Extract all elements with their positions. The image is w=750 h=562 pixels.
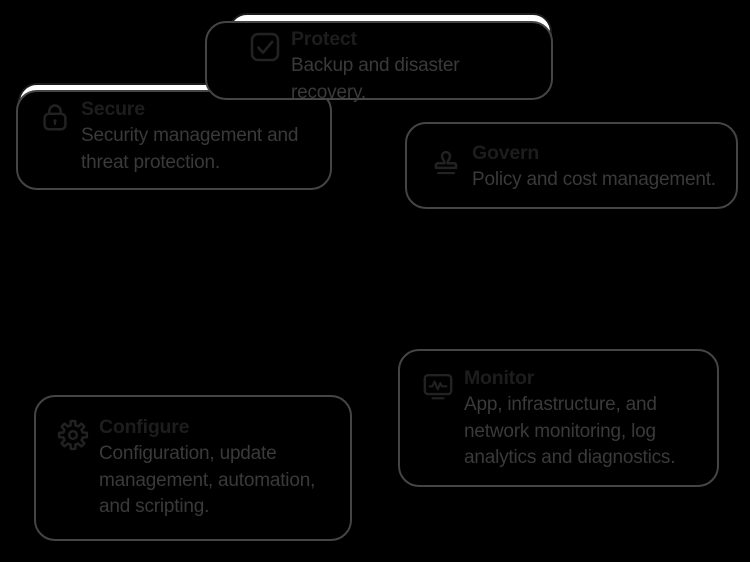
lock-icon [38, 100, 72, 134]
gear-icon [56, 418, 90, 452]
card-text: Configure Configuration, update manageme… [99, 416, 331, 521]
card-description-line: Backup and disaster recovery. [291, 55, 460, 103]
card-description-line: analytics and diagnostics. [464, 447, 676, 468]
card-description-line: App, infrastructure, and [464, 394, 657, 415]
stamp-icon [429, 144, 463, 178]
card-description-line: and scripting. [99, 496, 210, 517]
card-title: Configure [99, 416, 190, 438]
card-text: Protect Backup and disaster recovery. [291, 28, 534, 106]
card-title: Monitor [464, 367, 535, 389]
card-configure: Configure Configuration, update manageme… [34, 395, 352, 541]
card-title: Secure [81, 98, 145, 120]
card-monitor: Monitor App, infrastructure, and network… [398, 349, 719, 487]
card-description-line: Configuration, update [99, 443, 277, 464]
card-govern: Govern Policy and cost management. [405, 122, 738, 209]
card-text: Govern Policy and cost management. [472, 142, 717, 194]
card-description-line: network monitoring, log [464, 420, 656, 442]
card-title: Protect [291, 28, 357, 50]
card-text: Monitor App, infrastructure, and network… [464, 367, 697, 472]
card-text: Secure Security management and threat pr… [81, 98, 308, 176]
card-title: Govern [472, 142, 540, 164]
card-description-line: threat protection. [81, 151, 220, 173]
card-description-line: management, automation, [99, 469, 316, 491]
card-description-line: Security management and [81, 125, 299, 146]
card-protect: Protect Backup and disaster recovery. [205, 13, 553, 103]
card-description-line: Policy and cost management. [472, 169, 716, 190]
monitor-pulse-icon [421, 369, 455, 403]
checkbox-check-icon [248, 30, 282, 64]
